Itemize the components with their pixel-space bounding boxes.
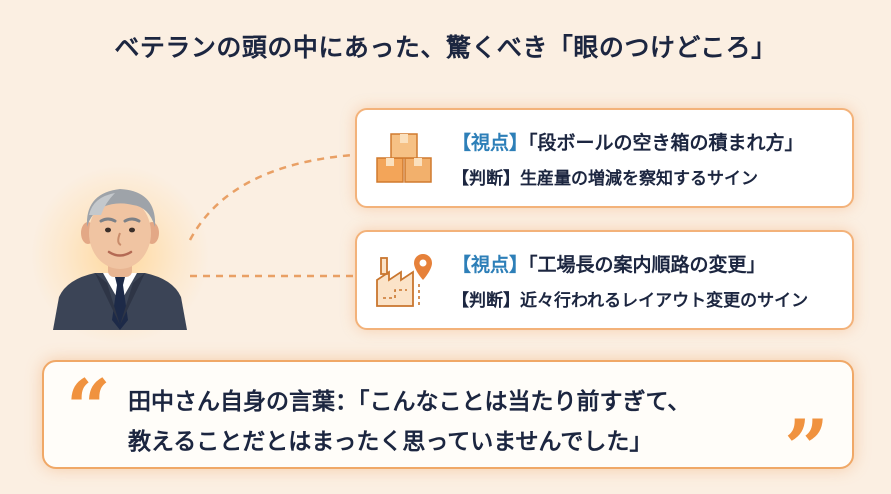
diagram-title: ベテランの頭の中にあった、驚くべき「眼のつけどころ」 — [114, 33, 777, 62]
quote-line-1: 田中さん自身の言葉：「こんなことは当たり前すぎて、 — [128, 389, 691, 415]
judge-tag: 【判断】 — [452, 169, 520, 189]
view-row: 【視点】「段ボールの空き箱の積まれ方」 — [452, 128, 804, 155]
close-quote-icon: ” — [784, 403, 829, 494]
boxes-icon — [376, 133, 432, 183]
view-tag: 【視点】 — [452, 254, 529, 276]
view-row: 【視点】「工場長の案内順路の変更」 — [452, 250, 766, 277]
open-quote-icon: “ — [66, 363, 111, 454]
view-text: 「工場長の案内順路の変更」 — [528, 254, 766, 276]
judge-tag: 【判断】 — [452, 291, 520, 311]
view-text: 「段ボールの空き箱の積まれ方」 — [528, 132, 804, 154]
quote-box: “ 田中さん自身の言葉：「こんなことは当たり前すぎて、 教えることだとはまったく… — [42, 360, 854, 488]
insight-card-boxes: 【視点】「段ボールの空き箱の積まれ方」 【判断】生産量の増減を察知するサイン — [355, 108, 854, 208]
view-tag: 【視点】 — [452, 132, 529, 154]
factory-route-icon — [376, 254, 432, 307]
judge-text: 生産量の増減を察知するサイン — [520, 169, 758, 189]
judge-text: 近々行われるレイアウト変更のサイン — [520, 291, 809, 311]
judge-row: 【判断】近々行われるレイアウト変更のサイン — [452, 286, 808, 311]
veteran-portrait-icon — [53, 189, 187, 330]
quote-line-2: 教えることだとはまったく思っていませんでした」 — [128, 429, 653, 455]
insight-card-route: 【視点】「工場長の案内順路の変更」 【判断】近々行われるレイアウト変更のサイン — [355, 230, 854, 330]
judge-row: 【判断】生産量の増減を察知するサイン — [452, 164, 758, 189]
